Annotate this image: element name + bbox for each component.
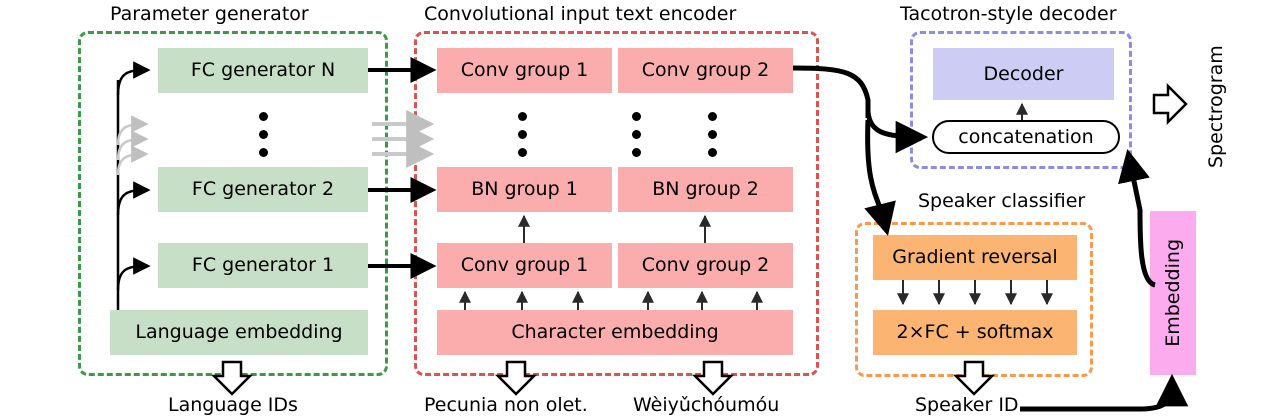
block-label: Gradient reversal (892, 246, 1058, 268)
block-bn-group-1[interactable]: BN group 1 (437, 167, 612, 212)
caption-decoder: Tacotron-style decoder (900, 3, 1117, 25)
block-conv-group-1-bottom[interactable]: Conv group 1 (437, 243, 612, 288)
block-concatenation[interactable]: concatenation (932, 120, 1120, 154)
block-conv-group-2-bottom[interactable]: Conv group 2 (618, 243, 793, 288)
block-label: 2×FC + softmax (896, 321, 1054, 343)
block-conv-group-1-top[interactable]: Conv group 1 (437, 48, 612, 93)
block-gradient-reversal[interactable]: Gradient reversal (873, 235, 1077, 280)
caption-speaker-classifier: Speaker classifier (918, 190, 1086, 212)
label-language-ids: Language IDs (168, 394, 298, 416)
block-character-embedding[interactable]: Character embedding (437, 310, 793, 355)
block-bn-group-2[interactable]: BN group 2 (618, 167, 793, 212)
label-spectrogram: Spectrogram (1205, 45, 1227, 168)
block-conv-group-2-top[interactable]: Conv group 2 (618, 48, 793, 93)
label-speaker-id: Speaker ID (915, 394, 1019, 416)
label-input-text-1: Pecunia non olet. (424, 394, 588, 416)
block-label: BN group 1 (471, 178, 578, 200)
block-language-embedding[interactable]: Language embedding (110, 310, 368, 355)
vertical-ellipsis-icon (632, 112, 641, 157)
block-embedding[interactable]: Embedding (1150, 211, 1196, 375)
block-fc-generator-n[interactable]: FC generator N (158, 48, 368, 93)
block-decoder[interactable]: Decoder (933, 48, 1114, 100)
caption-parameter-generator: Parameter generator (110, 3, 309, 25)
block-label: FC generator N (190, 59, 336, 81)
block-label: concatenation (958, 125, 1094, 148)
label-input-text-2: Wèiyǔchóumóu (633, 394, 780, 416)
block-fc-generator-1[interactable]: FC generator 1 (158, 243, 368, 288)
block-fc-softmax[interactable]: 2×FC + softmax (873, 310, 1077, 355)
block-label: Character embedding (511, 321, 719, 343)
vertical-ellipsis-icon (259, 112, 268, 157)
vertical-ellipsis-icon (518, 112, 527, 157)
block-label: Conv group 1 (460, 254, 589, 276)
block-label: FC generator 2 (191, 178, 335, 200)
block-label: FC generator 1 (191, 254, 335, 276)
block-fc-generator-2[interactable]: FC generator 2 (158, 167, 368, 212)
block-label: BN group 2 (652, 178, 759, 200)
group-text-encoder (414, 31, 819, 376)
block-label: Conv group 2 (641, 59, 770, 81)
block-label: Embedding (1161, 239, 1184, 347)
group-decoder (910, 31, 1132, 169)
output-arrow-icon (1152, 82, 1188, 126)
vertical-ellipsis-icon (708, 112, 717, 157)
block-label: Conv group 1 (460, 59, 589, 81)
block-label: Conv group 2 (641, 254, 770, 276)
block-label: Language embedding (135, 321, 343, 343)
block-label: Decoder (983, 62, 1064, 85)
caption-text-encoder: Convolutional input text encoder (424, 3, 737, 25)
